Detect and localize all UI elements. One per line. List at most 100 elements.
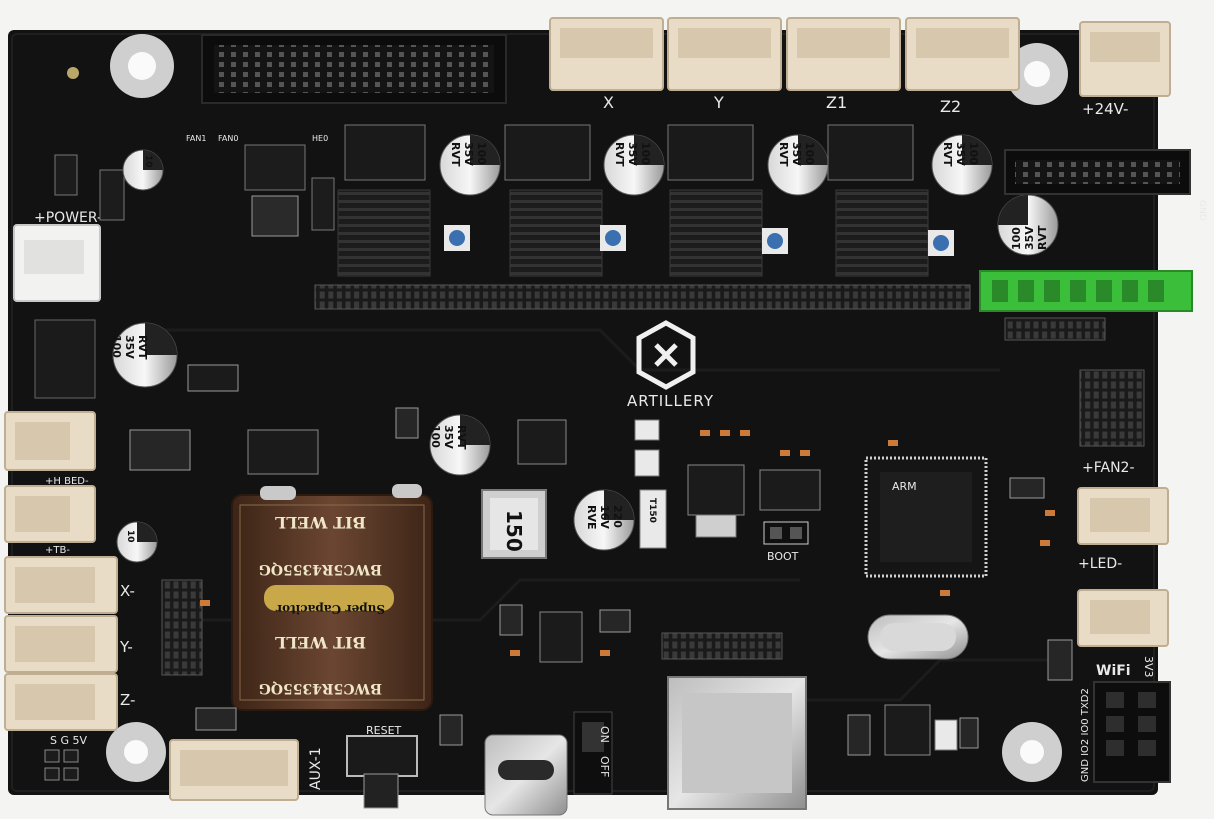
capacitor <box>122 149 164 191</box>
cap-label: 100 <box>803 142 816 165</box>
supercap-model: BWC5R4355QG <box>259 561 382 577</box>
motor-connector-z1 <box>786 17 901 91</box>
brand-logo-text: ARTILLERY <box>627 392 714 410</box>
artillery-logo <box>636 320 696 390</box>
label-wifi: WiFi <box>1096 663 1131 679</box>
label-3v3: 3V3 <box>1142 656 1155 678</box>
supercap-label: Super Capacitor <box>275 602 385 616</box>
t150-label: T150 <box>647 498 657 523</box>
heatsink <box>337 189 431 277</box>
trim-pot <box>928 230 954 256</box>
label-fan2: +FAN2- <box>1082 460 1135 476</box>
fan2-connector <box>1077 487 1169 545</box>
motor-connector-z2 <box>905 17 1020 91</box>
cap-label: RVT <box>449 142 462 167</box>
cap-label: 35V <box>790 142 803 166</box>
sd-card-slot[interactable] <box>667 676 807 810</box>
cap-label: 100 <box>967 142 980 165</box>
motor-connector-x <box>549 17 664 91</box>
label-hbed: +H BED- <box>45 476 89 487</box>
motor-connector-y <box>667 17 782 91</box>
cap-label: 16V <box>598 505 611 529</box>
label-x: X <box>603 93 614 112</box>
cap-label: 100 <box>1010 227 1023 250</box>
cap-label: 35V <box>123 335 136 359</box>
label-z-endstop: Z- <box>120 691 135 709</box>
hbed-connector <box>4 411 96 471</box>
cap-label: 10 <box>125 530 135 543</box>
heatsink <box>669 189 763 277</box>
mcu-label: ARM <box>892 480 917 493</box>
heatsink <box>509 189 603 277</box>
cap-label: 35V <box>1023 226 1036 250</box>
inductor <box>481 489 547 559</box>
capacitor <box>931 134 993 196</box>
capacitor <box>767 134 829 196</box>
label-y: Y <box>713 93 724 112</box>
cap-label: 35V <box>954 142 967 166</box>
label-z1: Z1 <box>826 93 847 112</box>
cap-label: RVE <box>585 505 598 530</box>
label-power: +POWER- <box>34 210 102 226</box>
label-aux1: AUX-1 <box>308 747 324 790</box>
label-gnd: GND <box>1197 200 1207 221</box>
mounting-hole <box>1002 722 1062 782</box>
supercap-brand: BIT WELL <box>275 633 366 652</box>
cap-label: 100 <box>110 335 123 358</box>
label-fan0: FAN0 <box>218 134 238 143</box>
cap-label: RVT <box>777 142 790 167</box>
label-x-endstop: X- <box>120 582 135 600</box>
label-fan1: FAN1 <box>186 134 206 143</box>
power-connector <box>13 224 101 302</box>
capacitor <box>439 134 501 196</box>
mounting-hole <box>110 34 174 98</box>
cap-label: 35V <box>442 425 455 449</box>
capacitor <box>603 134 665 196</box>
x-endstop-connector <box>4 556 118 614</box>
cap-label: 220 <box>611 505 624 528</box>
label-he0: HE0 <box>312 134 328 143</box>
reset-button[interactable] <box>346 735 418 809</box>
label-z2: Z2 <box>940 97 961 116</box>
cap-label: RVT <box>1036 225 1049 250</box>
aux1-connector <box>169 739 299 801</box>
label-sg5v: S G 5V <box>50 734 87 747</box>
crystal <box>867 614 969 660</box>
cap-label: RVT <box>613 142 626 167</box>
cap-label: RVT <box>136 335 149 360</box>
trim-pot <box>600 225 626 251</box>
driver-pin-row <box>314 284 971 310</box>
tb-connector <box>4 485 96 543</box>
cap-label: 35V <box>462 142 475 166</box>
label-tb: +TB- <box>45 545 70 556</box>
cap-label: RVT <box>941 142 954 167</box>
capacitor <box>112 322 178 388</box>
usb-c-port[interactable] <box>484 734 568 816</box>
trim-pot <box>762 228 788 254</box>
power-switch[interactable] <box>573 711 613 795</box>
cap-label: 100 <box>639 142 652 165</box>
mounting-hole <box>1006 43 1068 105</box>
label-wifi-pins: GND IO2 IO0 TXD2 <box>1080 688 1091 782</box>
led-connector <box>1077 589 1169 647</box>
exp-header <box>201 34 507 104</box>
label-reset: RESET <box>366 724 402 737</box>
cap-label: 35V <box>626 142 639 166</box>
cap-label: 100 <box>429 425 442 448</box>
supercap-brand: BIT WELL <box>275 513 366 532</box>
cap-label: RVT <box>455 425 468 450</box>
wifi-header <box>1093 681 1171 783</box>
label-boot: BOOT <box>767 550 799 563</box>
heatsink <box>835 189 929 277</box>
label-led: +LED- <box>1078 556 1122 572</box>
cap-label: 100 <box>475 142 488 165</box>
supercap-model: BWC5R4355QG <box>259 680 382 696</box>
label-off: OFF <box>598 756 611 777</box>
y-endstop-connector <box>4 615 118 673</box>
label-y-endstop: Y- <box>119 638 133 656</box>
capacitor <box>573 489 635 551</box>
label-24v: +24V- <box>1082 100 1128 118</box>
capacitor <box>116 521 158 563</box>
